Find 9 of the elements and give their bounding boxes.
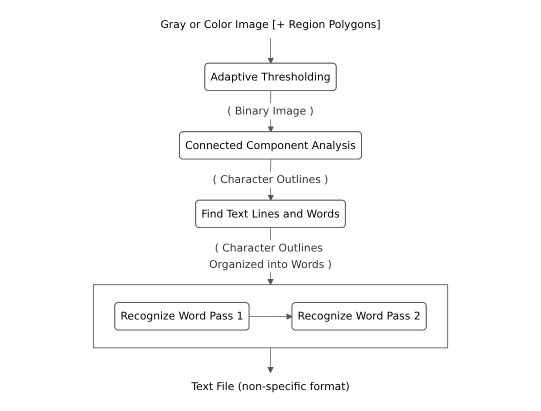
cluster bbox=[92, 284, 448, 348]
edge-label: ( Binary Image ) bbox=[227, 104, 314, 118]
edge-label: ( Character Outlines ) bbox=[212, 173, 328, 186]
arrow bbox=[249, 313, 293, 320]
arrow bbox=[267, 348, 274, 374]
node-text: Gray or Color Image [+ Region Polygons] bbox=[160, 18, 380, 31]
edge-label: ( Character Outlines Organized into Words ) bbox=[209, 242, 332, 270]
node-text: Text File (non-specific format) bbox=[191, 380, 350, 393]
arrow bbox=[268, 38, 274, 64]
